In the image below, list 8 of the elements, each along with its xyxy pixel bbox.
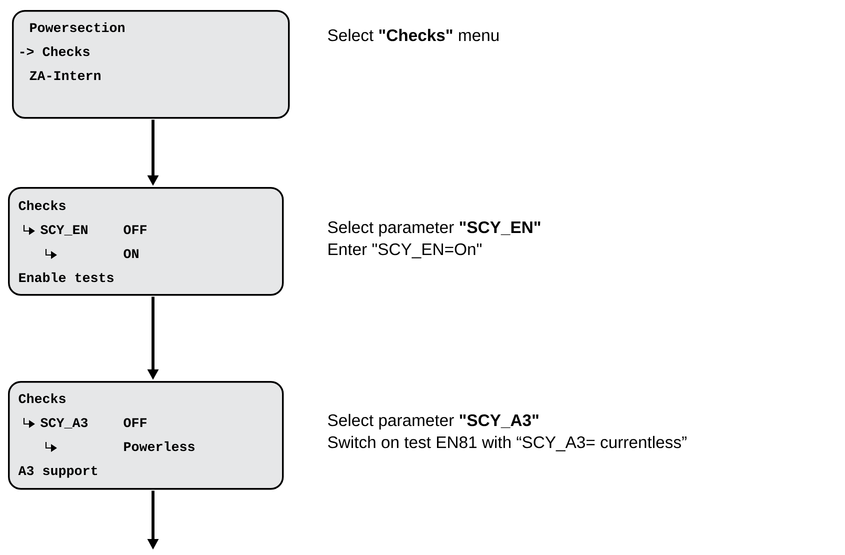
step-description: Select parameter "SCY_EN" — [328, 220, 540, 236]
step-description: Switch on test EN81 with “SCY_A3= currentless” — [328, 436, 686, 452]
display-screen: Powersection -> Checks ZA-Intern — [12, 10, 290, 119]
step-description: Select parameter "SCY_A3" — [328, 414, 538, 430]
step-description: Enter "SCY_EN=On" — [328, 243, 482, 258]
display-screen: Checks SCY_A3 OFF Powerless A3 support — [8, 381, 284, 490]
display-screen: Checks SCY_EN OFF ON Enable tests — [8, 187, 284, 296]
step-description: Select "Checks" menu — [328, 28, 499, 42]
